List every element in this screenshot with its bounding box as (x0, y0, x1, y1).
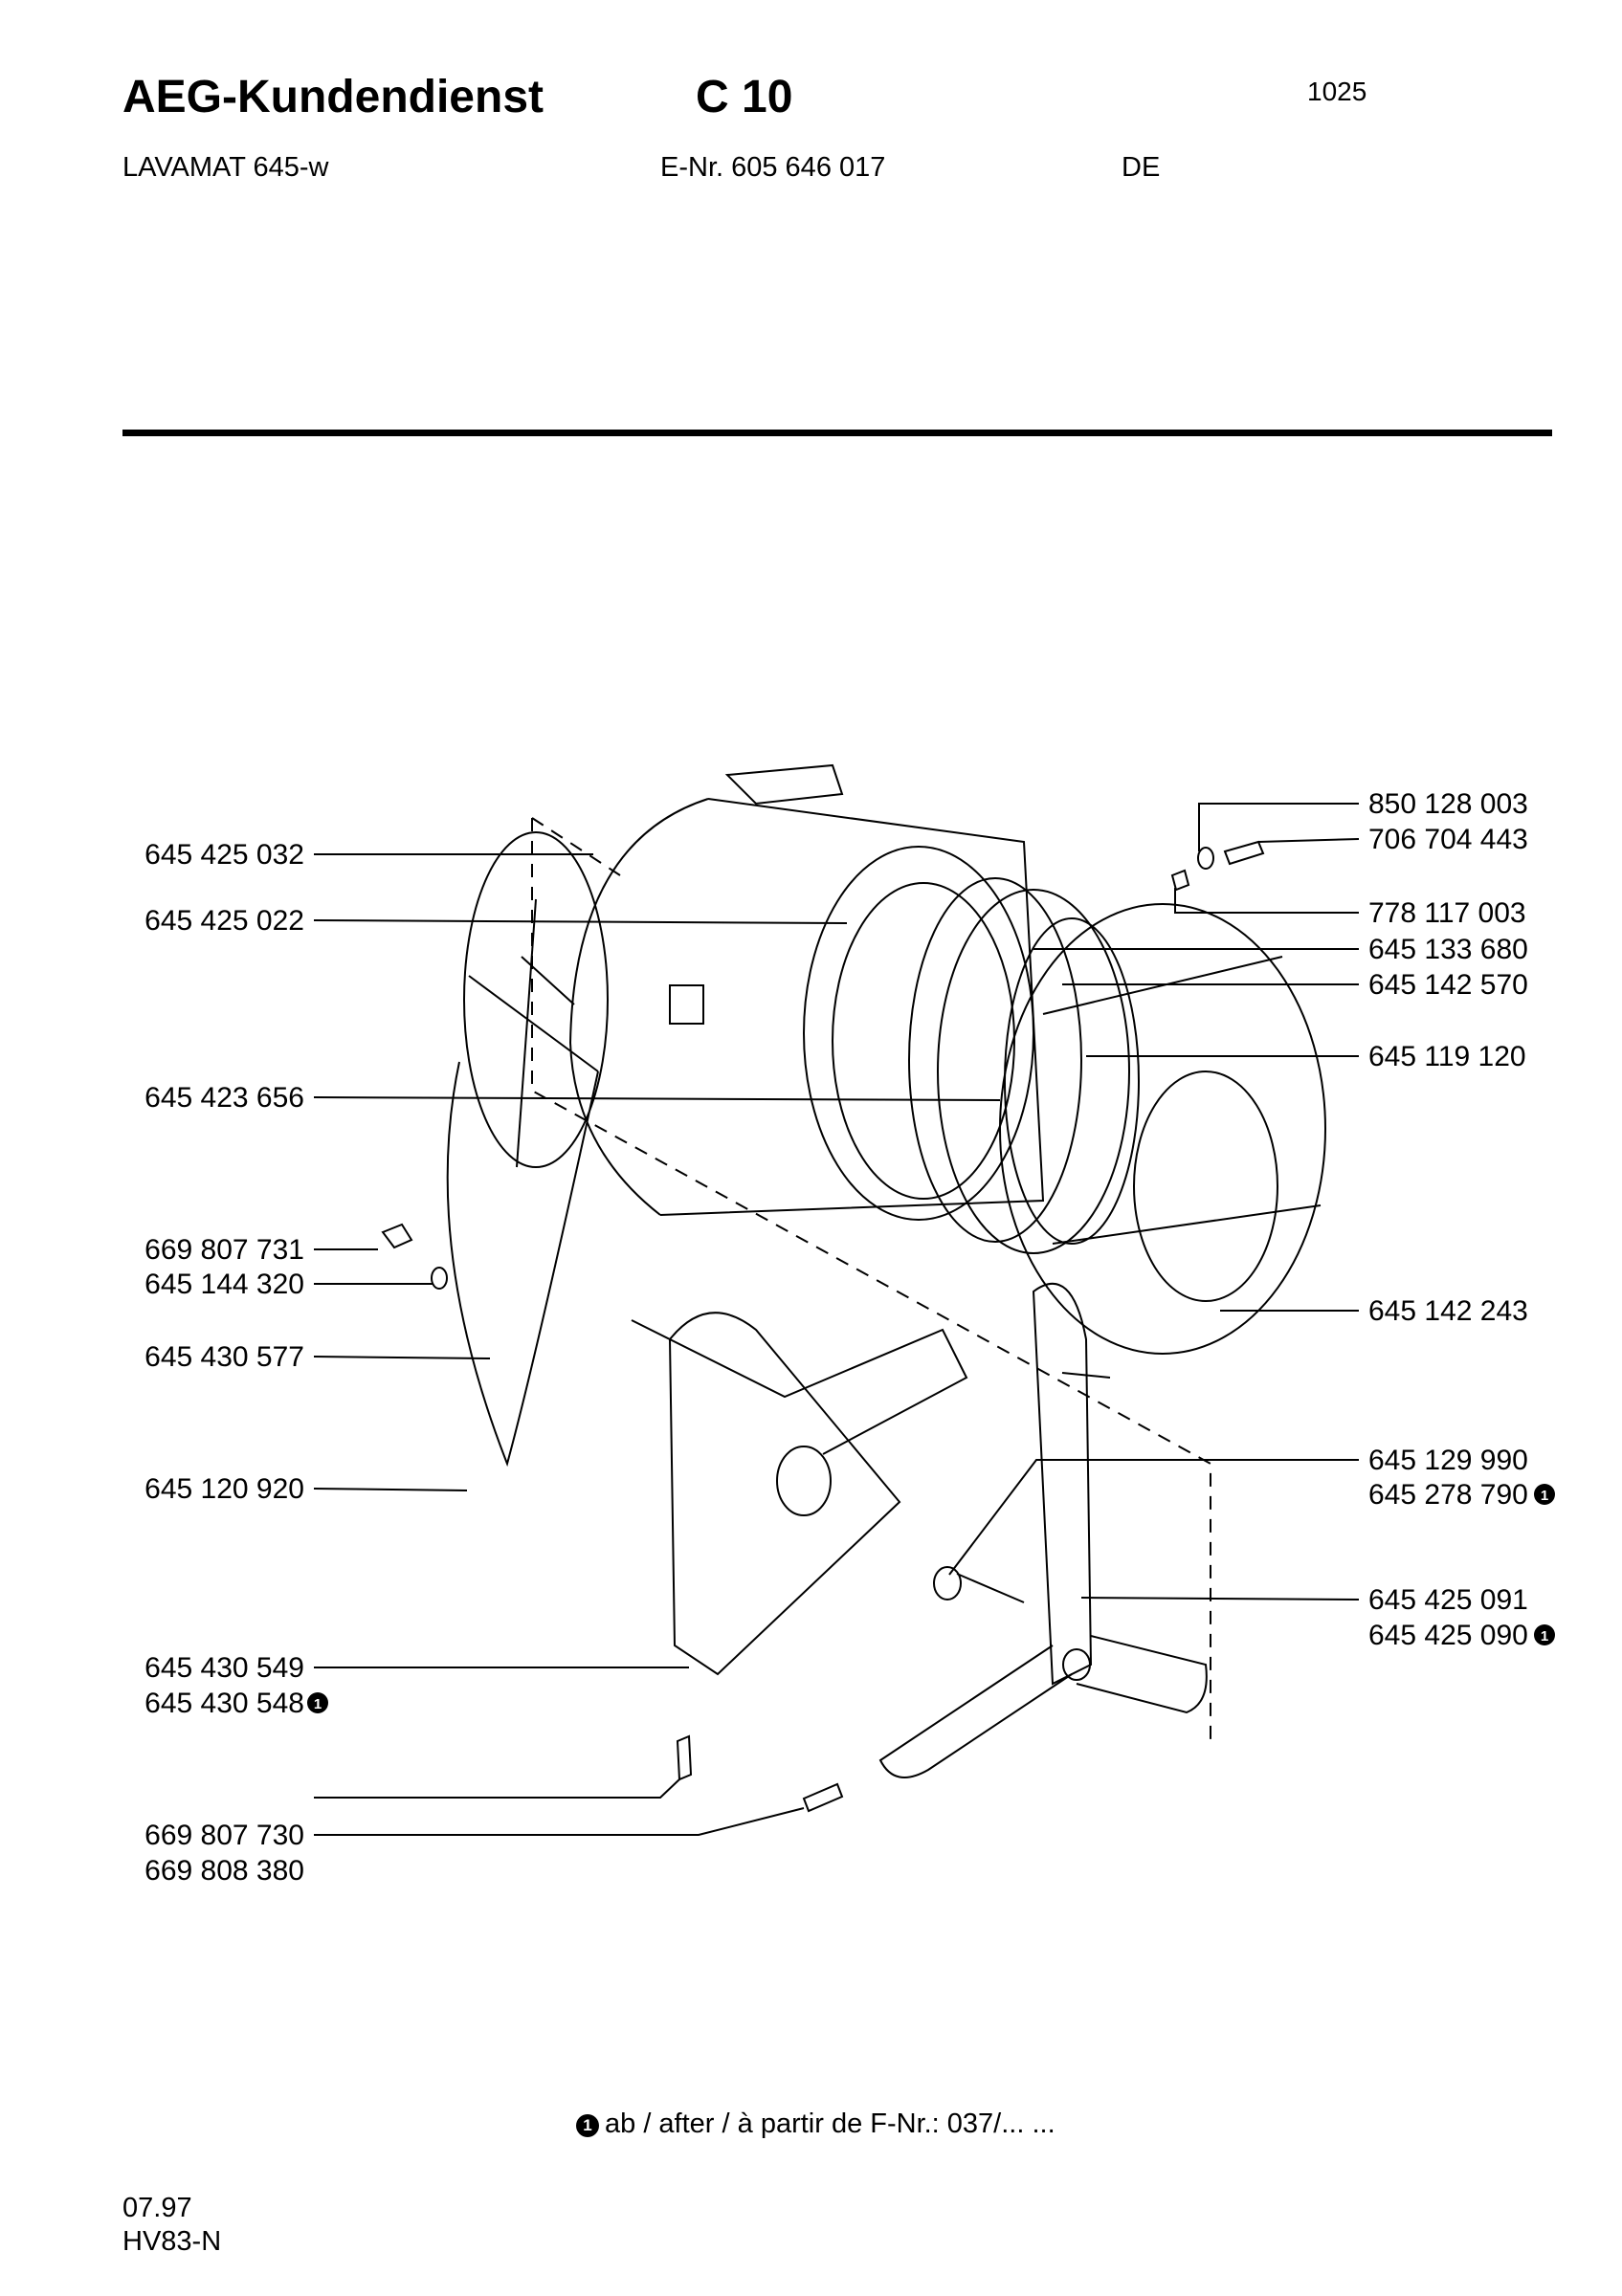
footnote-marker-icon (1534, 1484, 1555, 1505)
svg-text:1: 1 (1541, 1488, 1548, 1504)
leader-lines-left (313, 853, 1001, 1836)
bolt-washer-part (1170, 840, 1265, 892)
washer-part (431, 1267, 448, 1290)
footnote: 1 ab / after / à partir de F-Nr.: 037/...… (576, 2108, 1055, 2140)
section-code: C 10 (696, 72, 793, 122)
part-label: 778 117 003 (1368, 897, 1526, 929)
part-label: 645 142 570 (1368, 969, 1528, 1001)
screw-part (676, 1734, 693, 1781)
part-label: 850 128 003 (1368, 788, 1528, 820)
pulley-part (446, 831, 609, 1468)
model-name: LAVAMAT 645-w (122, 152, 329, 183)
document-date: 07.97 (122, 2193, 192, 2223)
part-label: 645 144 320 (144, 1269, 304, 1300)
exploded-parts-diagram: 645 425 032 645 425 022 645 423 656 669 … (144, 763, 1555, 1887)
part-label: 645 120 920 (144, 1473, 304, 1505)
part-label: 645 129 990 (1368, 1445, 1528, 1476)
bearing-bracket-part (631, 1312, 968, 1676)
part-label: 645 423 656 (144, 1082, 304, 1114)
assembly-axis-line (531, 818, 1211, 1741)
footnote-marker-icon: 1 (576, 2114, 599, 2137)
part-label: 645 430 548 (144, 1688, 304, 1719)
bearing-ring-part (908, 877, 1082, 1243)
part-label: 645 425 090 (1368, 1620, 1528, 1651)
part-label: 645 278 790 (1368, 1479, 1528, 1511)
part-label: 645 430 549 (144, 1652, 304, 1684)
part-label: 669 807 730 (144, 1820, 304, 1851)
part-label: 645 133 680 (1368, 934, 1528, 965)
footnote-marker-icon (1534, 1624, 1555, 1645)
document-code: HV83-N (122, 2226, 222, 2257)
header-rule (122, 430, 1552, 436)
drum-body-part (568, 763, 1045, 1221)
part-label: 669 807 731 (144, 1234, 304, 1266)
svg-text:1: 1 (1541, 1628, 1548, 1645)
seal-ring-part (937, 889, 1130, 1254)
footnote-text: ab / after / à partir de F-Nr.: 037/... … (605, 2108, 1055, 2139)
screw-part (802, 1782, 844, 1813)
language-code: DE (1122, 152, 1161, 183)
e-number: E-Nr. 605 646 017 (660, 152, 886, 183)
part-label: 706 704 443 (1368, 824, 1528, 855)
drum-spider-part (878, 1282, 1208, 1778)
part-label: 645 142 243 (1368, 1295, 1528, 1327)
spacer-part (933, 1566, 962, 1601)
part-label: 645 119 120 (1368, 1041, 1526, 1072)
part-label: 645 425 091 (1368, 1584, 1528, 1616)
svg-text:1: 1 (314, 1696, 322, 1712)
screw-part (381, 1223, 413, 1249)
leader-lines-right (948, 803, 1360, 1601)
part-label: 645 430 577 (144, 1341, 304, 1373)
page-number: 1025 (1307, 77, 1367, 106)
counterweight-ring-part (999, 903, 1326, 1379)
part-label: 669 808 380 (144, 1855, 304, 1887)
footnote-marker-icon (307, 1692, 328, 1713)
page-title: AEG-Kundendienst (122, 72, 544, 122)
part-label: 645 425 032 (144, 839, 304, 871)
part-label: 645 425 022 (144, 905, 304, 937)
